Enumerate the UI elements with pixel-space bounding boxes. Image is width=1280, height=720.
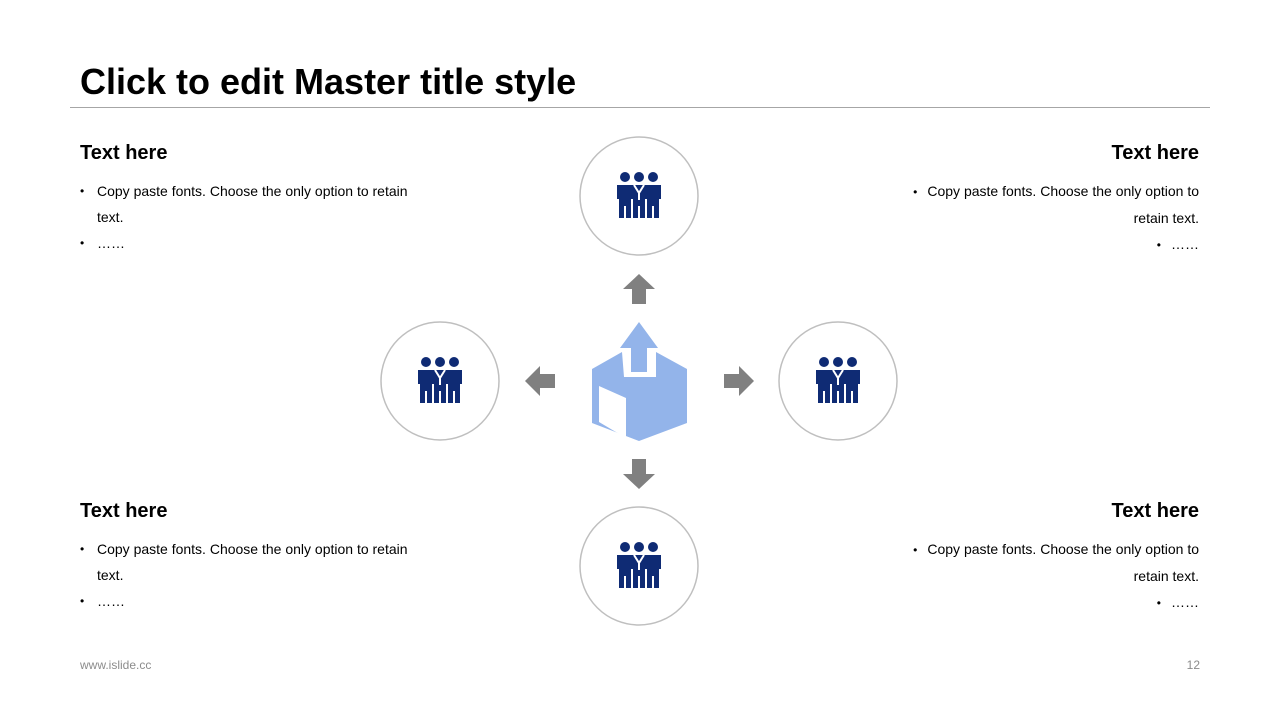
- text-block-bottom-left[interactable]: Text here Copy paste fonts. Choose the o…: [80, 498, 425, 614]
- text-block-bottom-right[interactable]: Text here • Copy paste fonts. Choose the …: [854, 498, 1199, 616]
- arrow-up-icon: [623, 274, 655, 304]
- bullet-text: ……: [97, 235, 125, 251]
- text-block-top-left[interactable]: Text here Copy paste fonts. Choose the o…: [80, 140, 425, 256]
- footer-url: www.islide.cc: [80, 658, 152, 672]
- bullet-marker: •: [913, 185, 918, 199]
- bullet-list: Copy paste fonts. Choose the only option…: [80, 178, 425, 256]
- bullet-item: ……: [80, 230, 425, 256]
- arrow-down-icon: [623, 459, 655, 489]
- bullet-text: Copy paste fonts. Choose the only option…: [927, 183, 1199, 226]
- title-divider: [70, 107, 1210, 108]
- bullet-item: • Copy paste fonts. Choose the only optio…: [854, 178, 1199, 231]
- bullet-item: • Copy paste fonts. Choose the only optio…: [854, 536, 1199, 589]
- block-heading: Text here: [1111, 142, 1199, 164]
- block-heading: Text here: [1111, 500, 1199, 522]
- arrow-right-icon: [724, 366, 754, 396]
- bullet-item: • ……: [854, 231, 1199, 258]
- bullet-marker: •: [1156, 596, 1161, 610]
- bullet-item: Copy paste fonts. Choose the only option…: [80, 178, 425, 230]
- bullet-text: Copy paste fonts. Choose the only option…: [97, 183, 408, 225]
- arrow-left-icon: [525, 366, 555, 396]
- bullet-text: Copy paste fonts. Choose the only option…: [927, 541, 1199, 584]
- bullet-list: • Copy paste fonts. Choose the only optio…: [854, 178, 1199, 258]
- bullet-text: ……: [1171, 594, 1199, 610]
- block-heading: Text here: [80, 142, 168, 164]
- bullet-marker: •: [1156, 238, 1161, 252]
- text-block-top-right[interactable]: Text here • Copy paste fonts. Choose the …: [854, 140, 1199, 258]
- bullet-item: Copy paste fonts. Choose the only option…: [80, 536, 425, 588]
- slide-title[interactable]: Click to edit Master title style: [80, 61, 577, 102]
- bullet-text: Copy paste fonts. Choose the only option…: [97, 541, 408, 583]
- box-with-up-arrow-icon: [592, 322, 687, 441]
- bullet-list: • Copy paste fonts. Choose the only optio…: [854, 536, 1199, 616]
- bullet-text: ……: [97, 593, 125, 609]
- bullet-item: • ……: [854, 589, 1199, 616]
- bullet-item: ……: [80, 588, 425, 614]
- bullet-marker: •: [913, 543, 918, 557]
- bullet-text: ……: [1171, 236, 1199, 252]
- block-heading: Text here: [80, 500, 168, 522]
- bullet-list: Copy paste fonts. Choose the only option…: [80, 536, 425, 614]
- page-number: 12: [1186, 658, 1200, 672]
